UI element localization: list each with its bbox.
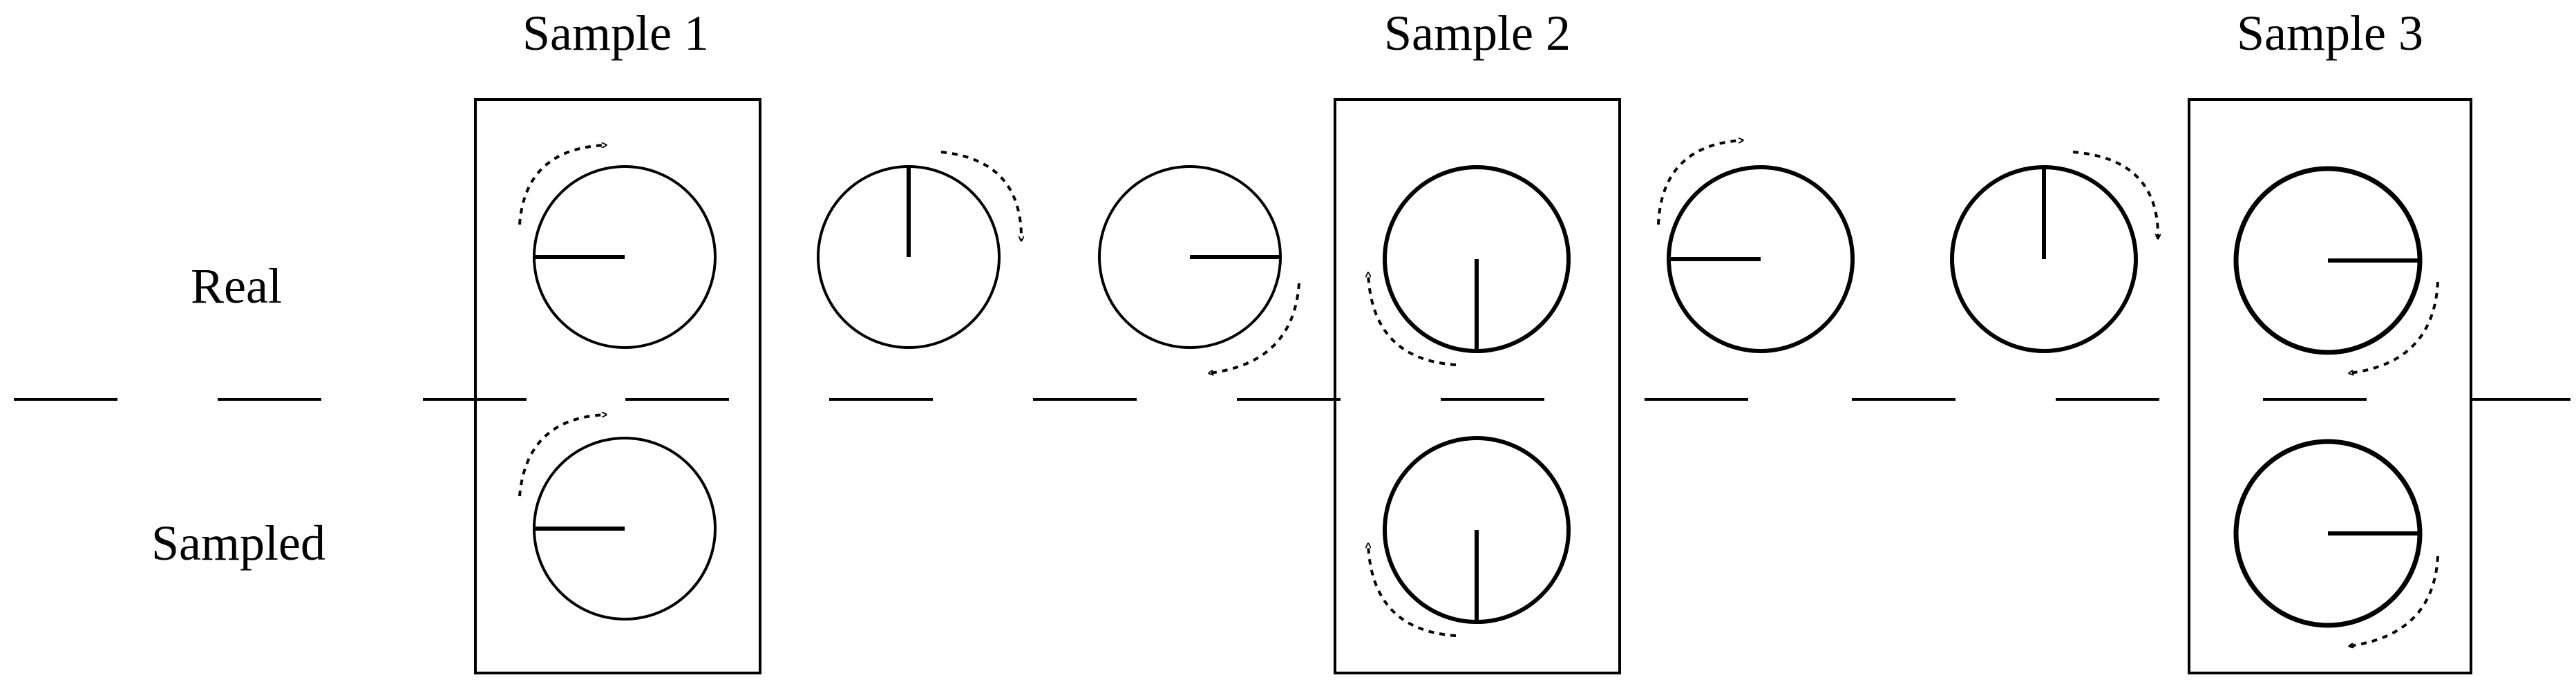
real-wheel-7: [2233, 166, 2439, 373]
rotation-arrow-icon: [1209, 283, 1300, 373]
rotation-arrow-icon: [518, 145, 606, 225]
sample-2-title: Sample 2: [1384, 6, 1571, 61]
rotation-arrow-icon: [1368, 273, 1457, 366]
rotation-arrow-icon: [2349, 281, 2439, 373]
sampled-wheel-3: [2233, 439, 2439, 646]
rotation-arrow-icon: [2349, 556, 2439, 646]
row-label-real: Real: [191, 258, 282, 314]
sampled-wheel-1: [518, 415, 717, 621]
real-wheel-2: [817, 151, 1021, 349]
real-wheel-5: [1657, 140, 1855, 353]
sample-2-frame: [1334, 98, 1621, 674]
sample-1-frame: [474, 98, 761, 674]
rotation-arrow-icon: [518, 415, 606, 497]
rotation-arrow-icon: [940, 151, 1021, 240]
sampled-wheel-2: [1368, 436, 1571, 637]
row-label-sampled: Sampled: [151, 515, 325, 571]
rotation-arrow-icon: [1368, 544, 1457, 637]
sample-1-title: Sample 1: [522, 6, 709, 61]
real-wheel-1: [518, 145, 717, 349]
real-wheel-6: [1950, 151, 2158, 353]
sample-3-frame: [2188, 98, 2472, 674]
rotation-arrow-icon: [2072, 151, 2158, 238]
rotation-arrow-icon: [1657, 140, 1743, 225]
real-wheel-4: [1368, 165, 1571, 366]
real-wheel-3: [1098, 165, 1300, 373]
sample-3-title: Sample 3: [2237, 6, 2423, 61]
